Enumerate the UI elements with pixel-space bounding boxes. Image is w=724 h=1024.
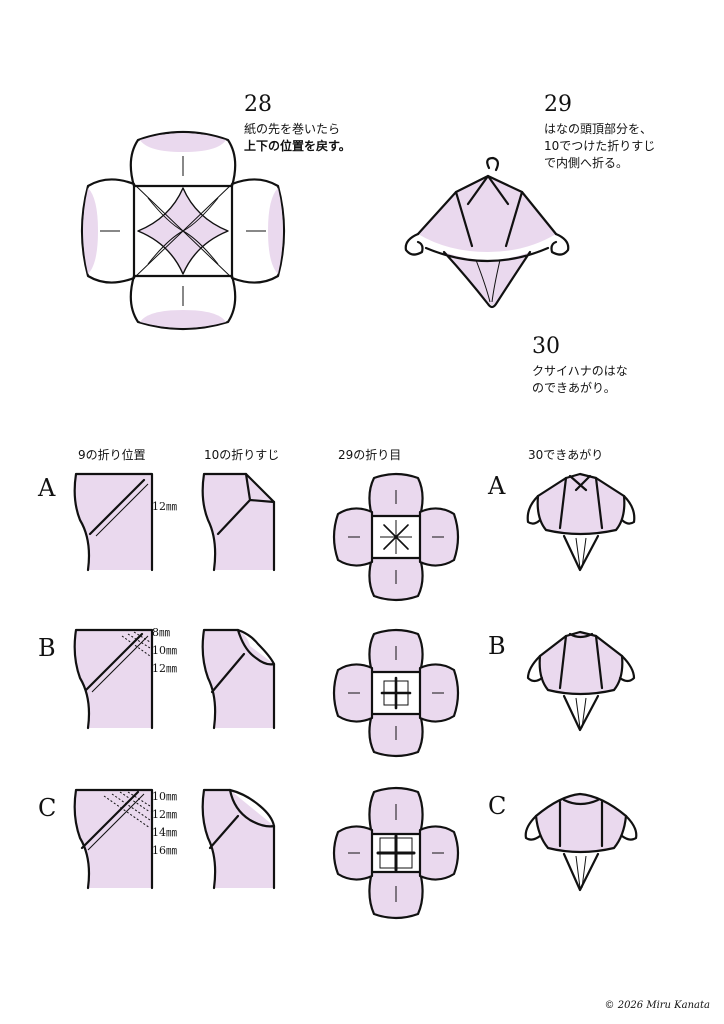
row-c-measure-2: 12㎜	[152, 808, 177, 821]
step-29-number: 29	[544, 92, 572, 117]
step-30-text: クサイハナのはな のできあがり。	[532, 364, 628, 395]
row-a-fold-position	[73, 472, 154, 572]
row-b-measure-1: 8㎜	[152, 626, 170, 639]
row-a-crease	[201, 472, 276, 572]
column-header-crease: 10の折りすじ	[204, 448, 280, 462]
row-a-label: A	[38, 474, 56, 502]
row-c-finished	[524, 792, 638, 892]
row-c-fold-mark	[332, 786, 460, 920]
row-b-label: B	[38, 634, 56, 662]
step-28-line1: 紙の先を巻いたら	[244, 122, 341, 136]
row-c-label: C	[38, 794, 57, 822]
row-b-measure-2: 10㎜	[152, 644, 177, 657]
row-a-result-label: A	[488, 472, 506, 500]
row-a-measure-1: 12㎜	[152, 500, 177, 513]
row-c-crease	[201, 788, 276, 890]
row-b-finished	[526, 630, 636, 732]
row-c-measure-1: 10㎜	[152, 790, 177, 803]
row-c-measure-3: 14㎜	[152, 826, 177, 839]
row-b-measure-3: 12㎜	[152, 662, 177, 675]
step-28-line2: 上下の位置を戻す。	[244, 139, 351, 153]
step-28-number: 28	[244, 92, 272, 117]
row-c-fold-position	[73, 788, 154, 890]
column-header-fold-mark: 29の折り目	[338, 448, 402, 462]
copyright: © 2026 Miru Kanata	[604, 1000, 710, 1011]
row-b-result-label: B	[488, 632, 506, 660]
row-b-fold-position	[73, 628, 154, 730]
row-b-fold-mark	[332, 628, 460, 758]
step-30-number: 30	[532, 334, 560, 359]
column-header-fold-position: 9の折り位置	[78, 448, 146, 462]
row-b-crease	[201, 628, 276, 730]
row-c-measure-4: 16㎜	[152, 844, 177, 857]
step-29-text: はなの頭頂部分を、 10でつけた折りすじ で内側へ折る。	[544, 122, 656, 170]
column-header-finished: 30できあがり	[528, 448, 604, 462]
step-28-diagram	[80, 130, 286, 331]
row-c-result-label: C	[488, 792, 507, 820]
step-29-diagram	[404, 156, 570, 309]
row-a-fold-mark	[332, 472, 460, 602]
row-a-finished	[526, 472, 636, 572]
